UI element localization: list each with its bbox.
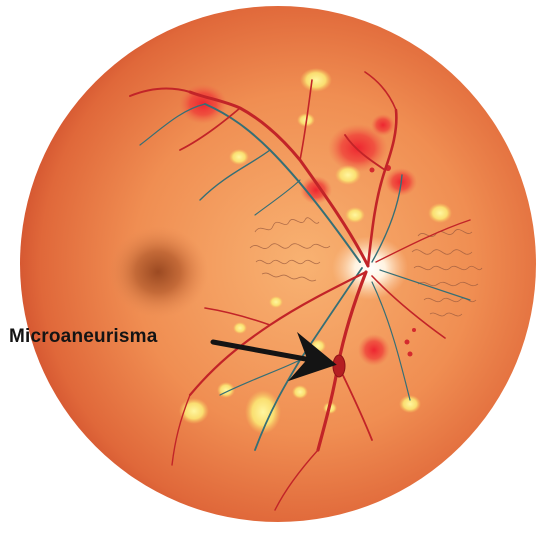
exudate bbox=[229, 149, 249, 165]
hemorrhage bbox=[371, 114, 395, 136]
exudate bbox=[245, 390, 281, 434]
exudate bbox=[300, 68, 332, 92]
exudate bbox=[217, 382, 235, 398]
macula bbox=[108, 226, 208, 318]
exudate bbox=[345, 207, 365, 223]
exudate bbox=[428, 203, 452, 223]
microaneurysm bbox=[333, 355, 345, 377]
exudate bbox=[233, 322, 247, 334]
exudate bbox=[292, 385, 308, 399]
fundus-disc bbox=[20, 6, 536, 522]
exudate bbox=[269, 296, 283, 308]
microaneurysm-label: Microaneurisma bbox=[9, 326, 158, 348]
exudate bbox=[335, 165, 361, 185]
hemorrhage bbox=[358, 334, 390, 366]
